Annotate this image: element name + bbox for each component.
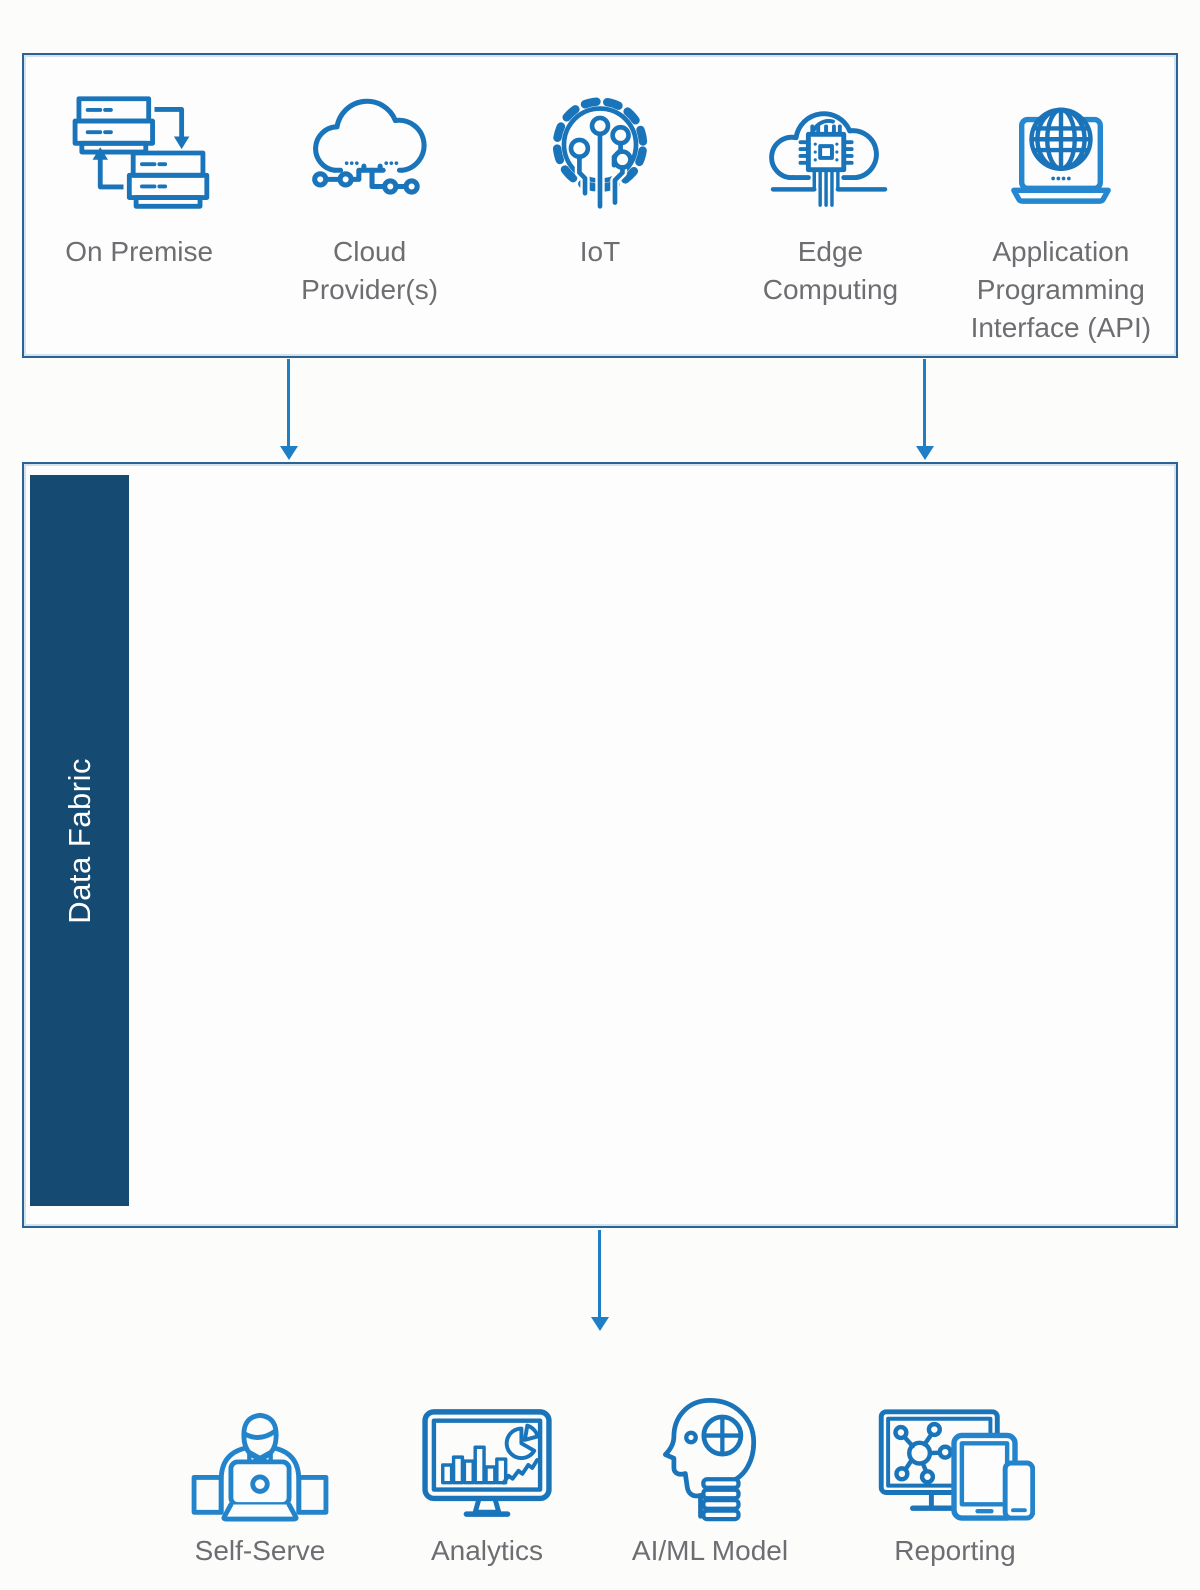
consumer-label-ai-ml-model: AI/ML Model bbox=[631, 1535, 789, 1566]
data-fabric-panel: Data Fabric bbox=[22, 462, 1178, 1228]
edge-computing-cloud-chip-icon bbox=[765, 89, 895, 217]
arrow-sources-to-fabric-left bbox=[287, 359, 290, 447]
source-label-on-premise: On Premise bbox=[65, 236, 214, 267]
source-label-cloud-provider: Cloud Provider(s) bbox=[301, 236, 439, 305]
consumer-label-reporting: Reporting bbox=[894, 1535, 1016, 1566]
iot-gear-circuit-icon bbox=[542, 89, 658, 217]
source-api: Application Programming Interface (API) bbox=[946, 55, 1176, 356]
cloud-provider-circuit-icon bbox=[303, 89, 437, 217]
source-label-edge-computing: Edge Computing bbox=[762, 236, 899, 305]
data-fabric-label: Data Fabric bbox=[61, 757, 97, 924]
consumer-ai-ml-model: AI/ML Model bbox=[590, 1390, 830, 1570]
data-fabric-bar: Data Fabric bbox=[30, 475, 129, 1206]
source-label-api: Application Programming Interface (API) bbox=[970, 236, 1152, 343]
analytics-monitor-charts-icon bbox=[417, 1390, 557, 1522]
consumer-label-self-serve: Self-Serve bbox=[194, 1535, 326, 1566]
ai-ml-head-profile-icon bbox=[649, 1390, 771, 1522]
arrow-sources-to-fabric-right bbox=[923, 359, 926, 447]
source-label-iot: IoT bbox=[579, 236, 621, 267]
consumer-analytics: Analytics bbox=[367, 1390, 607, 1570]
source-iot: IoT bbox=[485, 55, 715, 356]
consumer-reporting: Reporting bbox=[835, 1390, 1075, 1570]
self-serve-person-laptop-icon bbox=[186, 1390, 334, 1522]
source-edge-computing: Edge Computing bbox=[715, 55, 945, 356]
on-premise-sync-servers-icon bbox=[60, 89, 218, 217]
source-cloud-provider: Cloud Provider(s) bbox=[254, 55, 484, 356]
arrow-fabric-to-consumers bbox=[598, 1230, 601, 1318]
source-on-premise: On Premise bbox=[24, 55, 254, 356]
api-laptop-globe-icon bbox=[990, 89, 1132, 217]
sources-panel: On Premise bbox=[22, 53, 1178, 358]
consumer-self-serve: Self-Serve bbox=[140, 1390, 380, 1570]
consumer-label-analytics: Analytics bbox=[430, 1535, 544, 1566]
reporting-devices-network-icon bbox=[875, 1390, 1035, 1522]
